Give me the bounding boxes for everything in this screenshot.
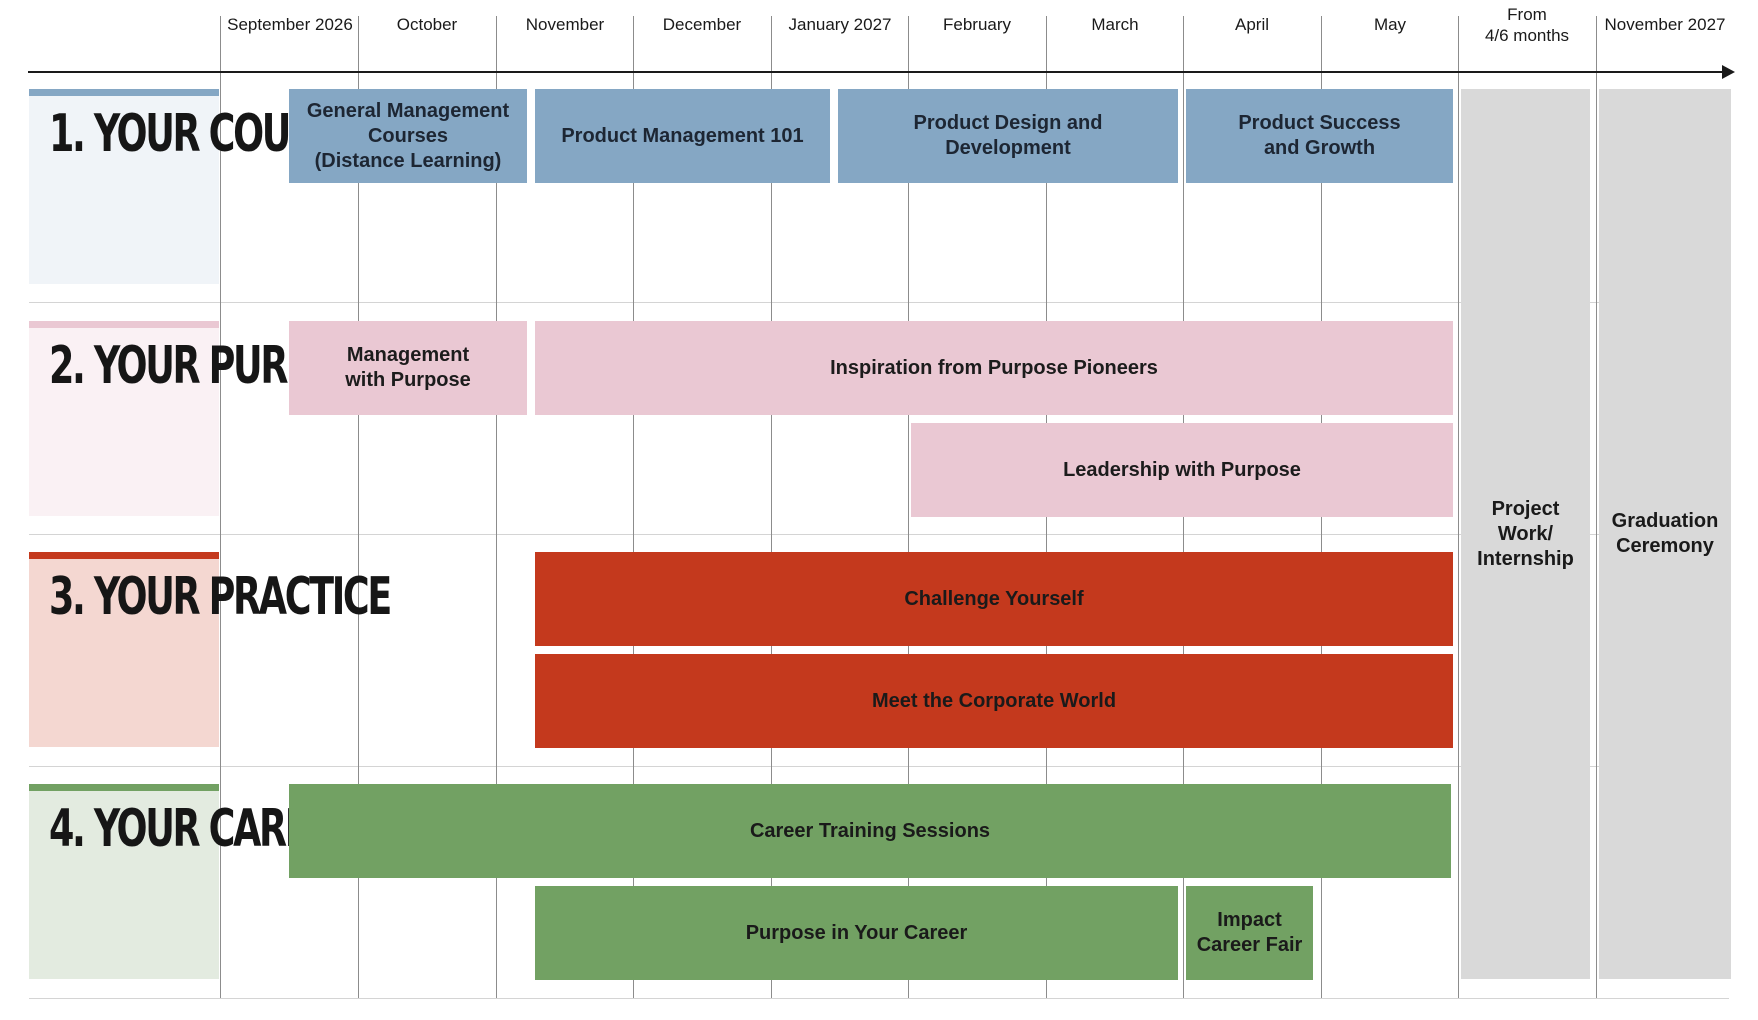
- month-label-project-period: From 4/6 months: [1484, 5, 1570, 45]
- section-accent-bar: [29, 321, 219, 328]
- month-label-feb: February: [942, 15, 1012, 34]
- month-label-jan-2027: January 2027: [788, 15, 892, 34]
- block-graduation-ceremony: Graduation Ceremony: [1599, 89, 1731, 979]
- block-challenge-yourself: Challenge Yourself: [535, 552, 1453, 646]
- block-product-design: Product Design and Development: [838, 89, 1178, 183]
- block-product-success: Product Success and Growth: [1186, 89, 1453, 183]
- block-purpose-in-your-career: Purpose in Your Career: [535, 886, 1178, 980]
- month-label-nov-2027: November 2027: [1604, 15, 1726, 34]
- block-management-with-purpose: Management with Purpose: [289, 321, 527, 415]
- row-divider: [29, 534, 1729, 535]
- month-gridline: [633, 16, 634, 998]
- section-title: 3. YOUR PRACTICE: [49, 567, 392, 627]
- month-label-sep-2026: September 2026: [227, 15, 353, 34]
- row-divider: [29, 766, 1729, 767]
- block-meet-corporate-world: Meet the Corporate World: [535, 654, 1453, 748]
- section-purpose: 2. YOUR PURPOSE: [29, 321, 388, 516]
- block-impact-career-fair: Impact Career Fair: [1186, 886, 1313, 980]
- block-leadership-with-purpose: Leadership with Purpose: [911, 423, 1453, 517]
- month-gridline: [771, 16, 772, 998]
- month-gridline: [358, 16, 359, 998]
- section-practice: 3. YOUR PRACTICE: [29, 552, 392, 747]
- timeline-axis: [28, 71, 1728, 73]
- section-accent-bar: [29, 89, 219, 96]
- month-label-dec: December: [662, 15, 742, 34]
- block-product-management-101: Product Management 101: [535, 89, 830, 183]
- month-label-mar: March: [1091, 15, 1139, 34]
- month-label-may: May: [1373, 15, 1407, 34]
- block-inspiration-purpose-pioneers: Inspiration from Purpose Pioneers: [535, 321, 1453, 415]
- month-gridline: [1596, 16, 1597, 998]
- section-courses: 1. YOUR COURSES: [29, 89, 388, 284]
- month-label-nov: November: [525, 15, 605, 34]
- month-gridline: [908, 16, 909, 998]
- section-accent-bar: [29, 552, 219, 559]
- month-gridline: [220, 16, 221, 998]
- month-gridline: [496, 16, 497, 998]
- month-label-oct: October: [396, 15, 458, 34]
- block-project-work-internship: Project Work/ Internship: [1461, 89, 1590, 979]
- month-label-apr: April: [1234, 15, 1269, 34]
- block-career-training-sessions: Career Training Sessions: [289, 784, 1451, 878]
- section-accent-bar: [29, 784, 219, 791]
- row-divider: [29, 302, 1729, 303]
- row-divider: [29, 998, 1729, 999]
- section-career: 4. YOUR CAREER: [29, 784, 358, 979]
- arrow-right-icon: [1722, 65, 1735, 79]
- block-general-management: General Management Courses (Distance Lea…: [289, 89, 527, 183]
- month-gridline: [1458, 16, 1459, 998]
